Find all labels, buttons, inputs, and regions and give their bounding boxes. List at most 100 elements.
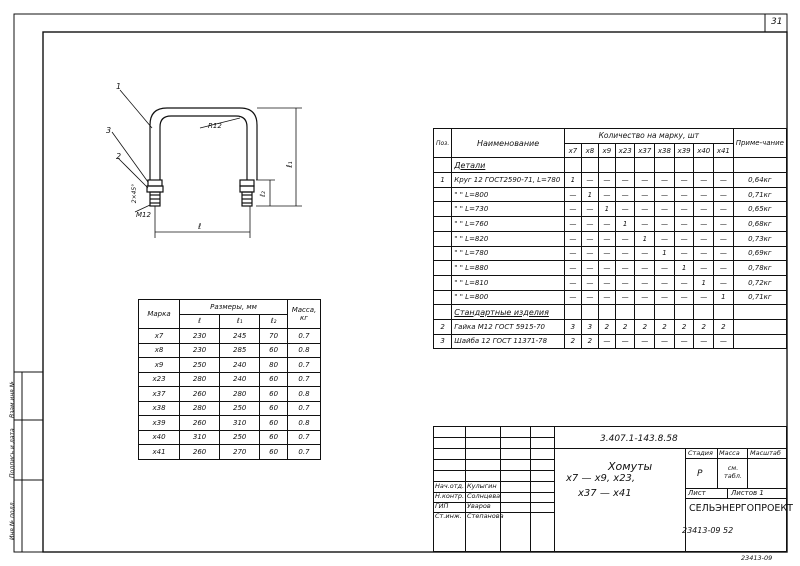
table-cell: — xyxy=(673,201,695,218)
table-cell: 0,73кг xyxy=(732,230,788,247)
mark-header: х23 xyxy=(614,142,636,159)
title-line-2: х7 — х9, х23, xyxy=(566,473,636,484)
table-cell: 245 xyxy=(219,328,261,344)
table-cell: 280 xyxy=(219,386,261,402)
role-1: Нач.отд. xyxy=(435,482,465,490)
table-cell: 1 xyxy=(597,201,616,218)
table-cell: — xyxy=(673,230,695,247)
table-cell xyxy=(432,260,453,276)
table-cell: 1 xyxy=(634,230,656,247)
name-3: Уваров xyxy=(467,502,491,510)
table-cell: — xyxy=(580,201,599,218)
table-cell: — xyxy=(580,260,599,276)
table-cell: — xyxy=(597,172,616,188)
section-details: Детали xyxy=(451,157,565,174)
pos2-label: 2 xyxy=(116,152,122,161)
table-cell: 3 xyxy=(563,318,582,335)
table-cell: 1 xyxy=(673,260,695,276)
table-cell: 1 xyxy=(614,216,636,232)
table-cell: — xyxy=(713,333,734,350)
table-cell: " " L=780 xyxy=(451,245,565,262)
table-cell: Шайба 12 ГОСТ 11371-78 xyxy=(451,333,565,350)
col-l1: ℓ₁ xyxy=(219,313,261,329)
table-cell: 60 xyxy=(259,415,288,431)
table-cell: — xyxy=(614,333,636,350)
table-cell: — xyxy=(580,230,599,247)
table-cell: 0,64кг xyxy=(732,172,788,188)
table-cell: — xyxy=(693,172,715,188)
mark-header: х7 xyxy=(563,142,582,159)
table-cell: 0.7 xyxy=(287,357,321,373)
table-cell: 3 xyxy=(432,333,453,350)
spec-row: " " L=820————1————0,73кг xyxy=(432,230,788,247)
table-cell: 1 xyxy=(713,289,734,306)
table-cell: 250 xyxy=(219,429,261,445)
table-cell: 60 xyxy=(259,429,288,445)
table-cell: 0.8 xyxy=(287,342,321,358)
org-name: СЕЛЬЭНЕРГОПРОЕКТ xyxy=(689,503,793,514)
table-cell: 2 xyxy=(654,318,675,335)
table-cell: 0.7 xyxy=(287,400,321,416)
table-cell: — xyxy=(614,274,636,291)
table-cell: — xyxy=(614,172,636,188)
table-cell: — xyxy=(654,274,675,291)
table-cell: — xyxy=(654,216,675,232)
spec-row: " " L=730——1——————0,65кг xyxy=(432,201,788,218)
table-cell: — xyxy=(634,289,656,306)
table-cell: 60 xyxy=(259,386,288,402)
table-cell: " " L=730 xyxy=(451,201,565,218)
mark-header: х38 xyxy=(654,142,675,159)
pos1-label: 1 xyxy=(116,82,122,91)
table-cell: — xyxy=(563,186,582,203)
table-cell: — xyxy=(654,333,675,350)
table-cell: — xyxy=(597,289,616,306)
table-cell: — xyxy=(713,186,734,203)
table-cell: 60 xyxy=(259,342,288,358)
table-cell: — xyxy=(634,186,656,203)
table-cell: — xyxy=(654,201,675,218)
table-cell: — xyxy=(713,230,734,247)
table-cell: х41 xyxy=(138,444,180,460)
table-cell: " " L=800 xyxy=(451,289,565,306)
sheet-label: Лист xyxy=(688,489,706,497)
table-cell: — xyxy=(673,216,695,232)
table-cell: — xyxy=(580,245,599,262)
table-cell: 0,71кг xyxy=(732,186,788,203)
table-cell xyxy=(432,230,453,247)
table-cell: — xyxy=(634,245,656,262)
dim-l2-label: ℓ₂ xyxy=(258,191,267,197)
scale-label: Масштаб xyxy=(750,449,781,457)
table-cell: Гайка М12 ГОСТ 5915-70 xyxy=(451,318,565,335)
table-cell: 0,72кг xyxy=(732,274,788,291)
name-1: Кулыгин xyxy=(467,482,497,490)
table-cell: 270 xyxy=(219,444,261,460)
table-cell: 1 xyxy=(654,245,675,262)
table-cell: — xyxy=(614,245,636,262)
table-cell: — xyxy=(563,201,582,218)
name-2: Солнцева xyxy=(467,492,501,500)
col-sizes: Размеры, мм xyxy=(179,299,288,315)
table-cell: 0,78кг xyxy=(732,260,788,276)
role-2: Н.контр. xyxy=(435,492,465,500)
mark-header: х40 xyxy=(693,142,715,159)
role-4: Ст.инж. xyxy=(435,512,462,520)
role-3: ГИП xyxy=(435,502,449,510)
mark-header: х8 xyxy=(580,142,599,159)
table-cell: — xyxy=(563,230,582,247)
table-cell: 0,69кг xyxy=(732,245,788,262)
table-cell: 0,65кг xyxy=(732,201,788,218)
table-cell: 0.8 xyxy=(287,386,321,402)
table-cell: — xyxy=(713,260,734,276)
table-cell: 250 xyxy=(178,357,221,373)
spec-row: " " L=800—1———————0,71кг xyxy=(432,186,788,203)
